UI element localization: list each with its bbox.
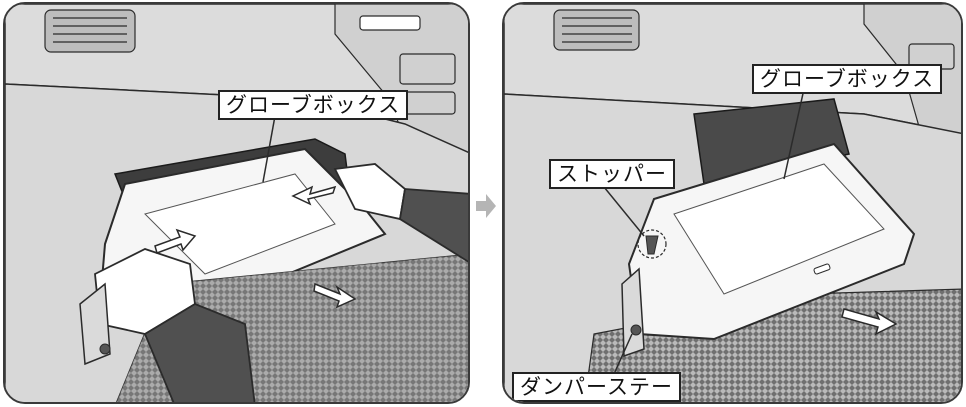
stopper-highlight — [637, 229, 667, 259]
label-glovebox: グローブボックス — [752, 64, 943, 94]
left-hand — [94, 248, 256, 402]
glovebox-opening — [693, 98, 850, 185]
leader-line-glovebox — [262, 115, 276, 183]
label-damper-stay: ダンパーステー — [512, 372, 681, 402]
hinge-bracket — [79, 282, 111, 366]
stopper — [645, 235, 659, 255]
label-glovebox: グローブボックス — [218, 90, 409, 120]
pull-arrow — [841, 308, 898, 336]
leader-line-glovebox — [783, 88, 805, 180]
air-vent — [44, 9, 136, 53]
right-arrow-icon — [476, 194, 496, 218]
latch-slot — [813, 263, 831, 275]
damper-bolt — [630, 324, 642, 336]
air-vent — [553, 9, 640, 51]
hinge-bolt — [99, 343, 111, 355]
squeeze-arrows — [154, 185, 357, 309]
step-one-illustration: グローブボックス — [3, 2, 470, 404]
step-two-illustration: グローブボックス ストッパー ダンパーステー — [502, 2, 963, 404]
label-stopper: ストッパー — [549, 159, 675, 189]
left-line-drawing — [5, 4, 468, 402]
right-hand — [333, 163, 468, 263]
leader-line-damper — [613, 333, 633, 375]
leader-line-stopper — [603, 186, 645, 237]
